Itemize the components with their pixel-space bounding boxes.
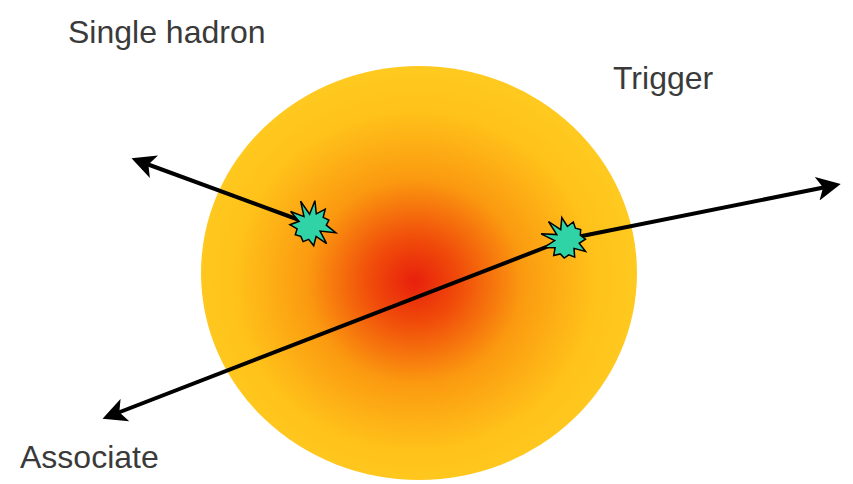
interaction-burst [290,201,336,246]
particle-label: Trigger [613,60,713,97]
particle-label: Single hadron [68,14,265,51]
medium-fireball [201,66,637,480]
particle-label: Associate [20,439,159,476]
interaction-burst [541,218,586,258]
trigger-track [567,185,836,239]
associate-track [107,239,567,417]
single-hadron-track [136,160,310,224]
